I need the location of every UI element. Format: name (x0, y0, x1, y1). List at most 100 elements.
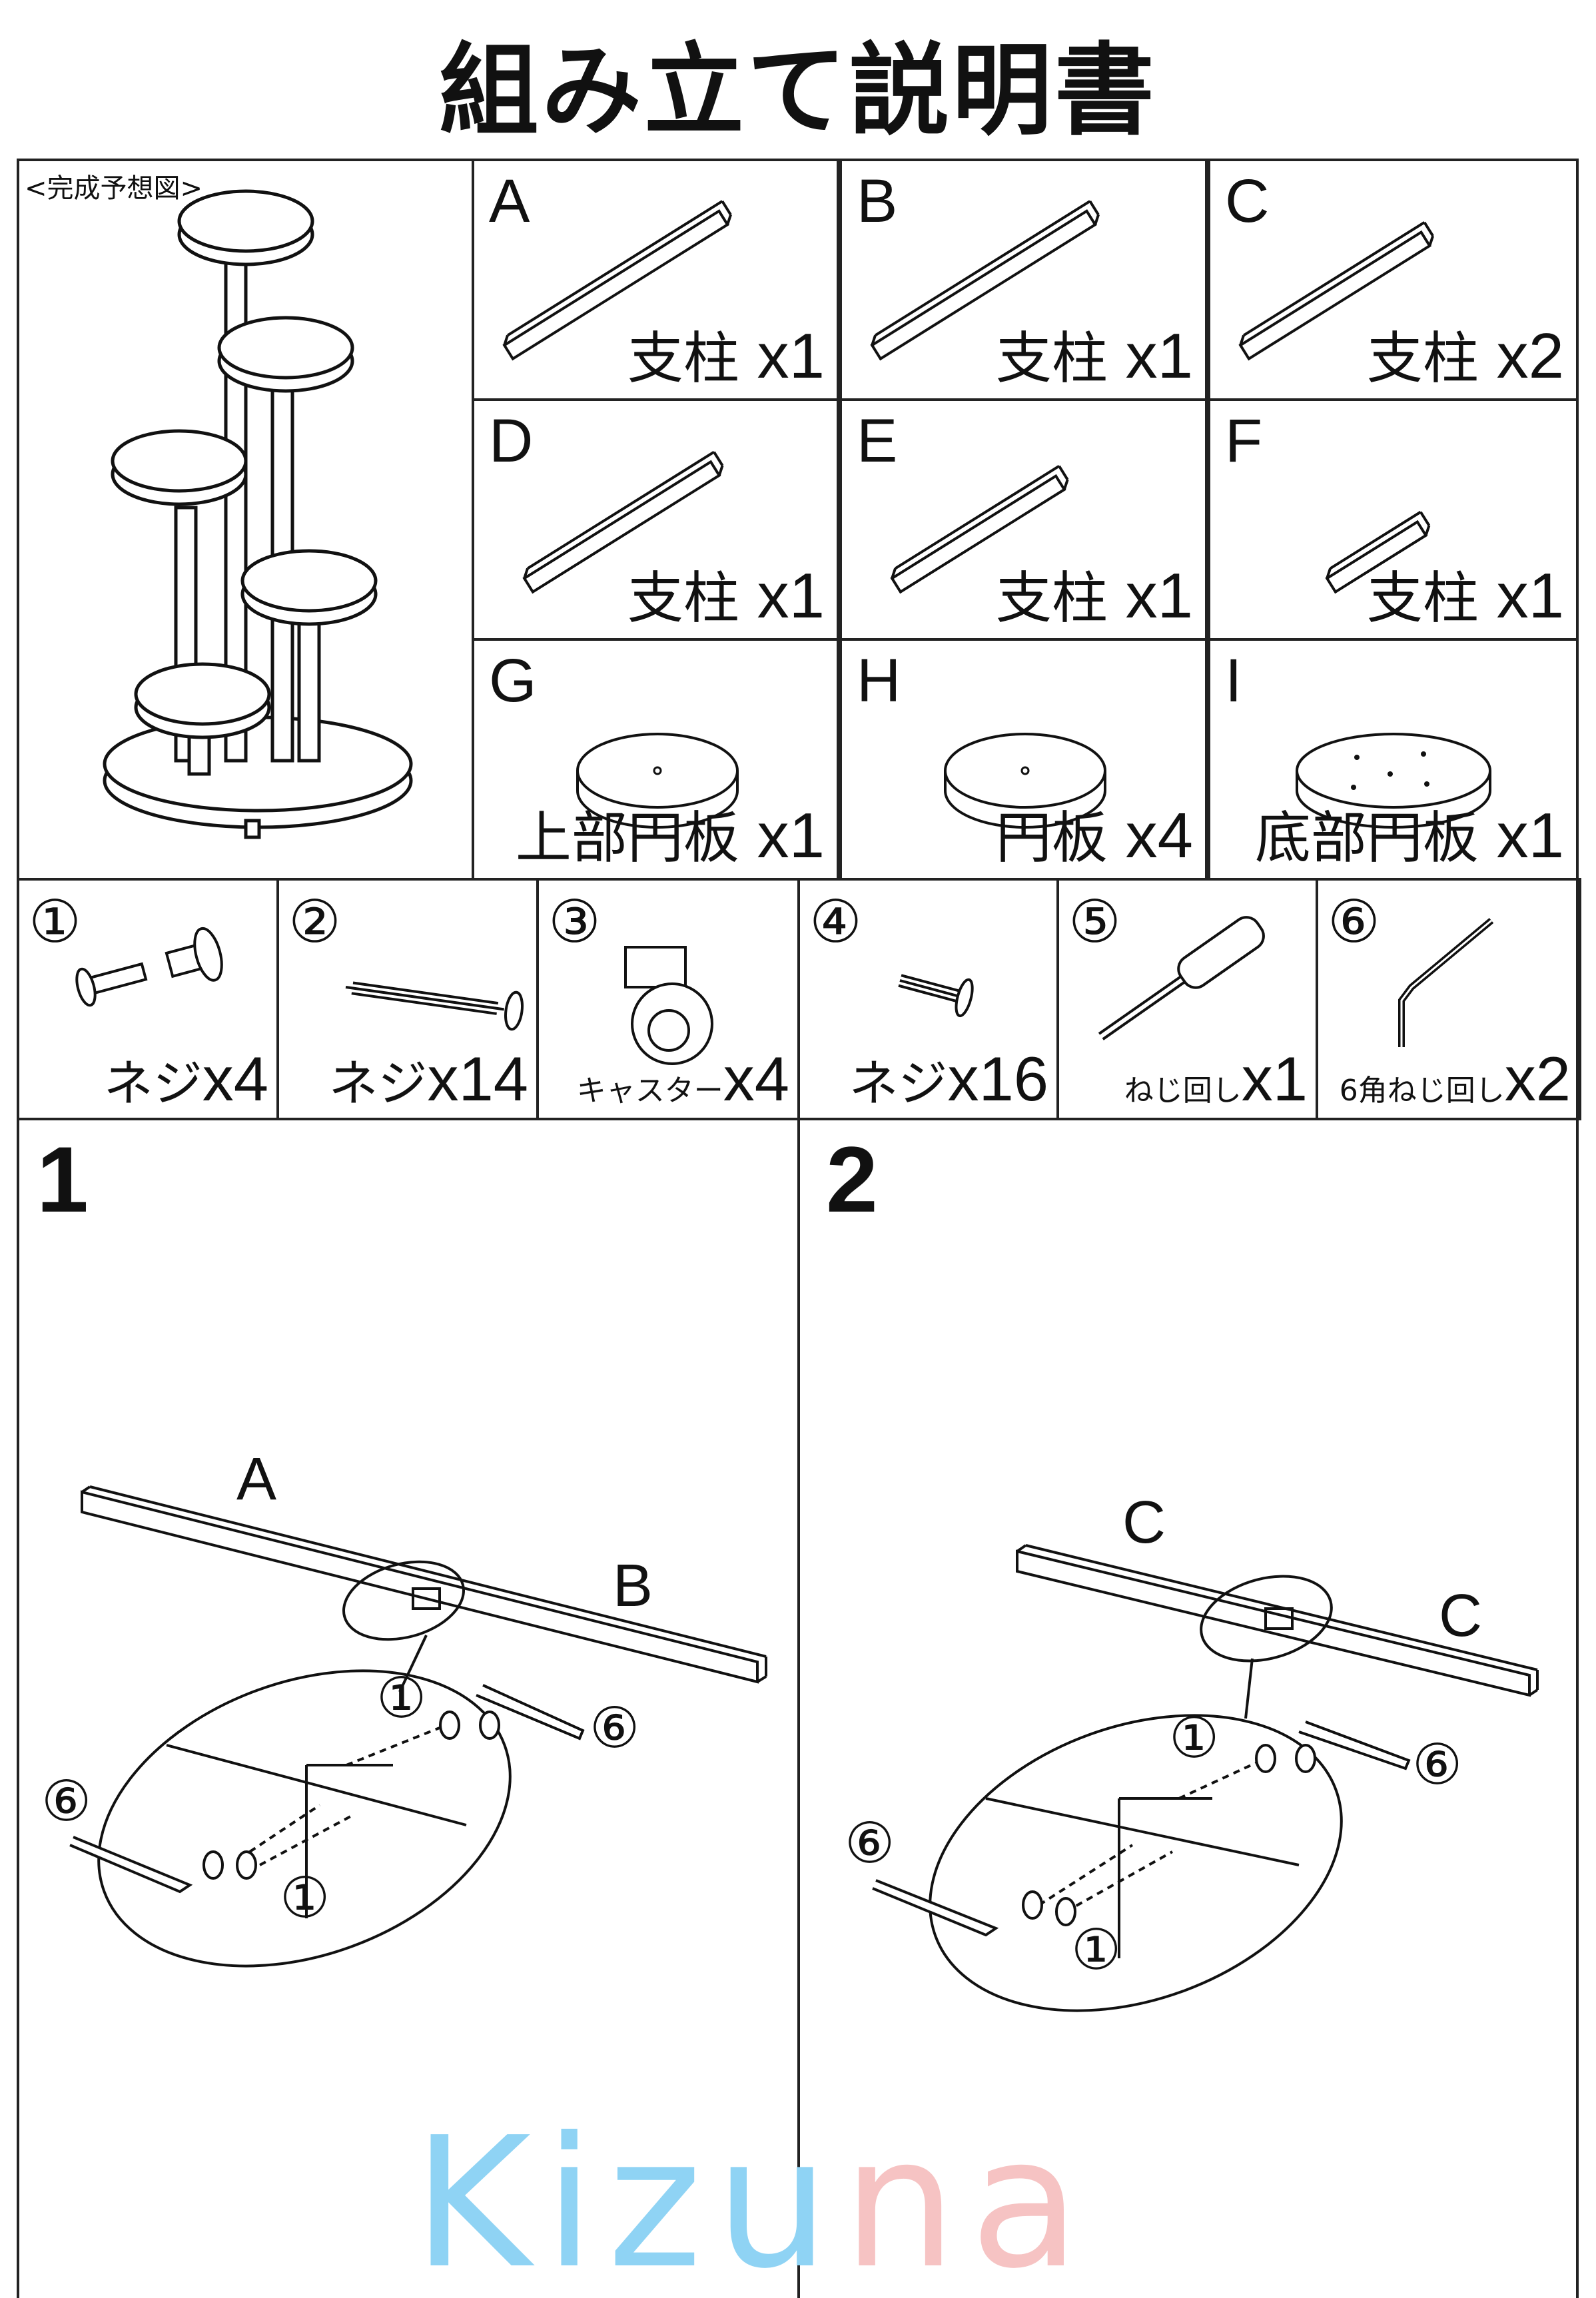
step-1-detail-ellipse (97, 1669, 512, 1968)
hardware-name: 6角ねじ回し (1339, 1074, 1505, 1108)
hardware-cell-1: ① ネジx4 (17, 878, 279, 1120)
kizuna-watermark: Kizuna (413, 2098, 1094, 2298)
part-count: x1 (1496, 800, 1564, 871)
disc-icon (944, 733, 1106, 829)
part-cell-f: F 支柱 x1 (1208, 398, 1579, 641)
beam-icon (502, 200, 732, 361)
hardware-count: x16 (947, 1044, 1048, 1114)
part-quantity: 支柱 x2 (1367, 314, 1564, 394)
part-quantity: 底部円板 x1 (1255, 793, 1564, 874)
step-1-detail-callout (342, 1560, 465, 1641)
wood-screw-icon (345, 981, 524, 1031)
step-2-number: 2 (826, 1127, 878, 1232)
screw-icon (75, 927, 223, 1007)
screwdriver-icon (1098, 916, 1265, 1040)
hardware-quantity: ネジx14 (328, 1043, 528, 1115)
part-name: 底部円板 (1254, 805, 1479, 871)
part-letter: D (489, 407, 534, 475)
part-cell-g: G 上部円板 x1 (472, 638, 839, 881)
part-letter: B (857, 167, 898, 235)
part-name: 上部円板 (515, 805, 739, 871)
caster-icon (624, 946, 713, 1065)
hardware-count: x4 (723, 1044, 789, 1114)
part-cell-c: C 支柱 x2 (1208, 159, 1579, 401)
beam-icon (890, 465, 1069, 594)
step-1-label-b: B (613, 1553, 653, 1619)
step-1-beams (81, 1485, 767, 1684)
preview-panel: <完成予想図> (17, 159, 474, 881)
part-letter: A (489, 167, 530, 235)
part-count: x4 (1125, 800, 1193, 871)
hardware-quantity: ネジx4 (104, 1043, 268, 1115)
hardware-number: ④ (809, 887, 862, 956)
step-2-hex-key-label: ⑥ (845, 1810, 895, 1876)
page-title: 組み立て説明書 (438, 33, 1157, 149)
step-2-label-c: C (1122, 1489, 1166, 1556)
step-1-screw-label: ① (376, 1665, 427, 1730)
part-letter: I (1225, 647, 1242, 715)
part-cell-h: H 円板 x4 (839, 638, 1208, 881)
part-letter: F (1225, 407, 1263, 475)
hardware-number: ③ (548, 887, 601, 956)
part-quantity: 円板 x4 (996, 793, 1193, 874)
hardware-name: ネジ (328, 1055, 428, 1112)
part-letter: C (1225, 167, 1270, 235)
hardware-name: ネジ (849, 1055, 948, 1112)
hardware-name: ネジ (103, 1055, 202, 1112)
beam-icon (522, 450, 724, 594)
part-quantity: 支柱 x1 (996, 314, 1193, 394)
part-count: x1 (1125, 320, 1193, 392)
step-2-detail-callout (1200, 1575, 1333, 1663)
part-count: x1 (757, 560, 825, 631)
hardware-cell-3: ③ キャスターx4 (536, 878, 800, 1120)
disc-icon (1296, 733, 1491, 829)
part-name: 支柱 (1366, 566, 1479, 631)
hardware-quantity: ねじ回しx1 (1124, 1043, 1308, 1115)
hardware-count: x4 (202, 1044, 268, 1114)
part-letter: E (857, 407, 898, 475)
plant-stand-illustration (103, 189, 413, 839)
part-letter: G (489, 647, 537, 715)
hardware-count: x2 (1504, 1044, 1571, 1114)
step-1-number: 1 (37, 1127, 89, 1232)
beam-icon (870, 200, 1100, 361)
hardware-number: ⑤ (1068, 887, 1121, 956)
hardware-name: キャスター (576, 1074, 723, 1108)
step-2-beams (1016, 1544, 1539, 1697)
step-1-hex-key-label: ⑥ (41, 1768, 92, 1834)
part-count: x1 (757, 800, 825, 871)
step-2-hex-key-label: ⑥ (1412, 1732, 1463, 1797)
hardware-number: ⑥ (1328, 887, 1380, 956)
part-name: 支柱 (995, 326, 1108, 391)
hardware-quantity: 6角ねじ回しx2 (1340, 1043, 1571, 1115)
hardware-name: ねじ回し (1124, 1074, 1242, 1108)
part-count: x2 (1496, 320, 1564, 392)
beam-icon (1325, 510, 1431, 594)
watermark-blue: Kizu (413, 2098, 843, 2298)
step-1-screw-label: ① (280, 1865, 330, 1930)
part-quantity: 上部円板 x1 (516, 793, 825, 874)
hardware-count: x1 (1241, 1044, 1308, 1114)
part-quantity: 支柱 x1 (1367, 554, 1564, 634)
step-2-screw-label: ① (1071, 1917, 1122, 1982)
preview-label: <完成予想図> (25, 173, 203, 204)
hardware-quantity: キャスターx4 (577, 1043, 789, 1115)
step-2-detail-ellipse (929, 1714, 1343, 2012)
part-count: x1 (757, 320, 825, 392)
watermark-pink: na (842, 2098, 1094, 2298)
hex-key-icon (1398, 918, 1494, 1047)
hardware-number: ① (29, 887, 81, 956)
hardware-cell-5: ⑤ ねじ回しx1 (1056, 878, 1318, 1120)
beam-icon (1238, 221, 1435, 361)
part-count: x1 (1125, 560, 1193, 631)
part-letter: H (857, 647, 901, 715)
part-cell-d: D 支柱 x1 (472, 398, 839, 641)
part-quantity: 支柱 x1 (627, 554, 825, 634)
part-cell-b: B 支柱 x1 (839, 159, 1208, 401)
hardware-count: x14 (427, 1044, 528, 1114)
part-name: 支柱 (627, 566, 739, 631)
